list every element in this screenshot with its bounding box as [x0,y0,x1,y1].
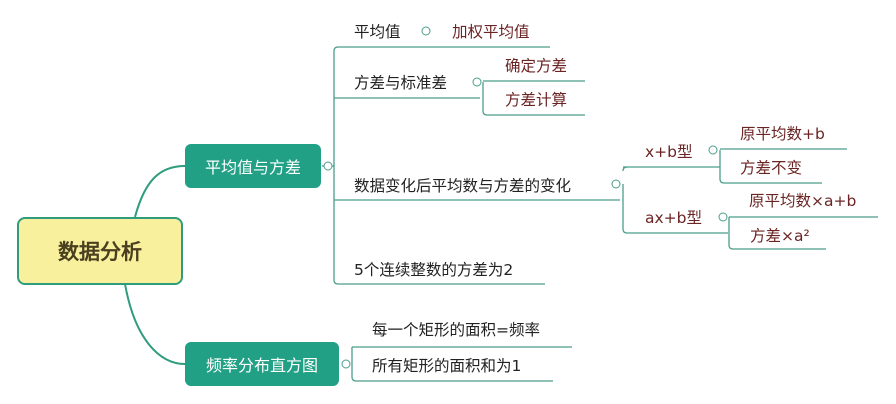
node-mean-times-a-plus-b[interactable]: 原平均数×a+b [749,192,857,210]
collapse-icon [708,145,718,155]
collapse-icon [718,212,728,222]
collapse-icon [421,26,431,36]
collapse-icon [341,359,351,369]
node-determine-variance[interactable]: 确定方差 [505,57,568,75]
node-variance-times-a2[interactable]: 方差×a² [750,227,810,245]
node-variance-calc[interactable]: 方差计算 [505,91,568,109]
node-ax-plus-b[interactable]: ax+b型 [645,209,702,227]
root-node[interactable]: 数据分析 [17,217,183,285]
node-mean-plus-b[interactable]: 原平均数+b [740,125,825,143]
branch-histogram[interactable]: 频率分布直方图 [185,342,339,386]
branch-mean-variance[interactable]: 平均值与方差 [185,144,321,188]
node-data-change[interactable]: 数据变化后平均数与方差的变化 [354,177,572,195]
node-x-plus-b[interactable]: x+b型 [645,143,693,161]
collapse-icon [611,179,621,189]
node-rect-area-frequency[interactable]: 每一个矩形的面积=频率 [372,321,540,339]
node-weighted-mean[interactable]: 加权平均值 [452,23,530,41]
collapse-icon [472,77,482,87]
node-five-integers[interactable]: 5个连续整数的方差为2 [354,261,514,279]
node-variance-unchanged[interactable]: 方差不变 [740,159,803,177]
node-mean[interactable]: 平均值 [354,23,401,41]
node-total-area-one[interactable]: 所有矩形的面积和为1 [372,357,522,375]
collapse-icon [323,161,333,171]
node-variance-std[interactable]: 方差与标准差 [354,74,448,92]
